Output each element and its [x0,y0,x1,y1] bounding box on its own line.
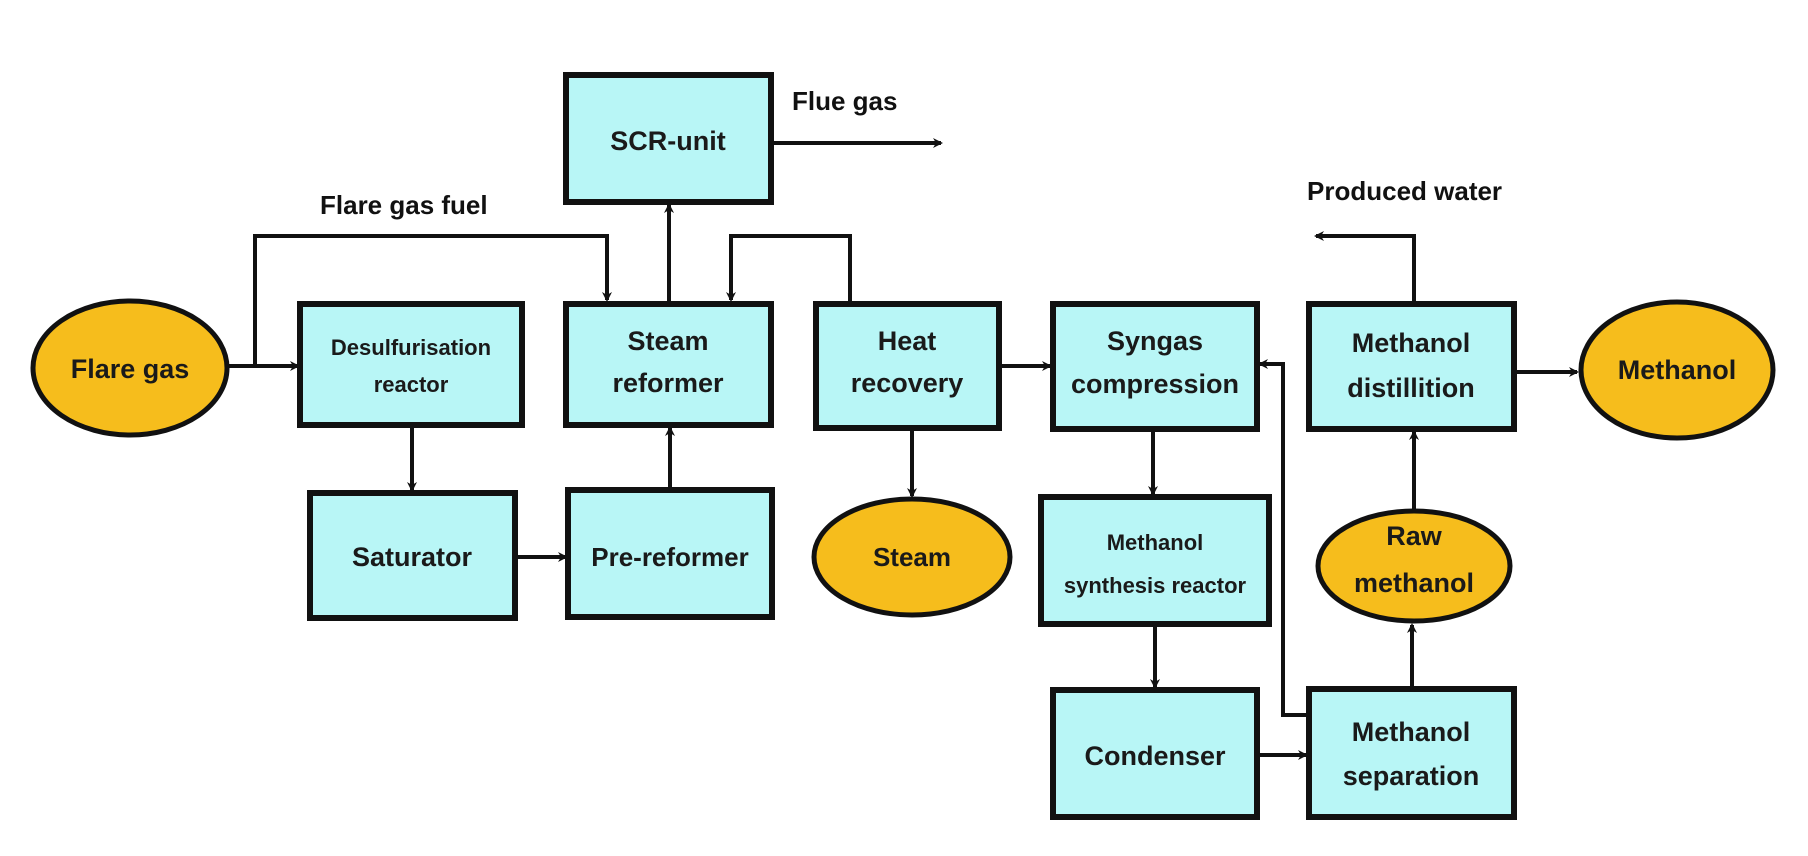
svg-text:Steam: Steam [873,542,951,572]
node-syngas-compression: Syngas compression [1050,301,1260,432]
svg-text:distillition: distillition [1347,373,1475,403]
svg-text:reactor: reactor [374,372,449,397]
node-desulfurisation-reactor: Desulfurisation reactor [297,301,525,428]
svg-text:Condenser: Condenser [1084,741,1226,771]
node-flare-gas: Flare gas [30,298,230,438]
node-steam-reformer: Steam reformer [563,301,774,428]
svg-text:Methanol: Methanol [1352,328,1471,358]
svg-text:compression: compression [1071,369,1239,399]
arrow-heat-to-reformer [726,234,852,302]
svg-text:reformer: reformer [612,368,724,398]
svg-text:Raw: Raw [1386,521,1443,551]
node-methanol-synthesis-reactor: Methanol synthesis reactor [1038,494,1272,627]
svg-text:Methanol: Methanol [1352,717,1471,747]
node-steam: Steam [811,496,1013,618]
node-methanol: Methanol [1578,299,1776,441]
svg-text:methanol: methanol [1354,568,1474,598]
svg-text:Pre-reformer: Pre-reformer [591,542,749,572]
flue-gas-label: Flue gas [792,86,897,116]
arrow-separation-recycle [1258,359,1309,717]
node-pre-reformer: Pre-reformer [565,487,775,620]
svg-text:Methanol: Methanol [1107,530,1204,555]
svg-text:synthesis reactor: synthesis reactor [1064,573,1247,598]
node-heat-recovery: Heat recovery [813,301,1002,431]
arrow-produced-water [1314,231,1416,301]
arrow-fuel-to-reformer [253,234,612,366]
node-raw-methanol: Raw methanol [1315,508,1513,624]
svg-text:Syngas: Syngas [1107,326,1203,356]
flare-gas-fuel-label: Flare gas fuel [320,190,488,220]
svg-text:Flare gas: Flare gas [71,354,190,384]
node-saturator: Saturator [307,490,518,621]
svg-text:recovery: recovery [851,368,964,398]
node-scr-unit: SCR-unit [563,72,774,205]
svg-text:Methanol: Methanol [1618,355,1737,385]
node-methanol-distillation: Methanol distillition [1306,301,1517,432]
node-condenser: Condenser [1050,687,1260,820]
svg-text:SCR-unit: SCR-unit [610,126,725,156]
flow-arrows [228,138,1579,760]
svg-text:Heat: Heat [878,326,937,356]
svg-text:separation: separation [1343,761,1480,791]
produced-water-label: Produced water [1307,176,1502,206]
svg-text:Steam: Steam [627,326,708,356]
svg-text:Saturator: Saturator [352,542,473,572]
svg-text:Desulfurisation: Desulfurisation [331,335,491,360]
node-methanol-separation: Methanol separation [1306,686,1517,820]
